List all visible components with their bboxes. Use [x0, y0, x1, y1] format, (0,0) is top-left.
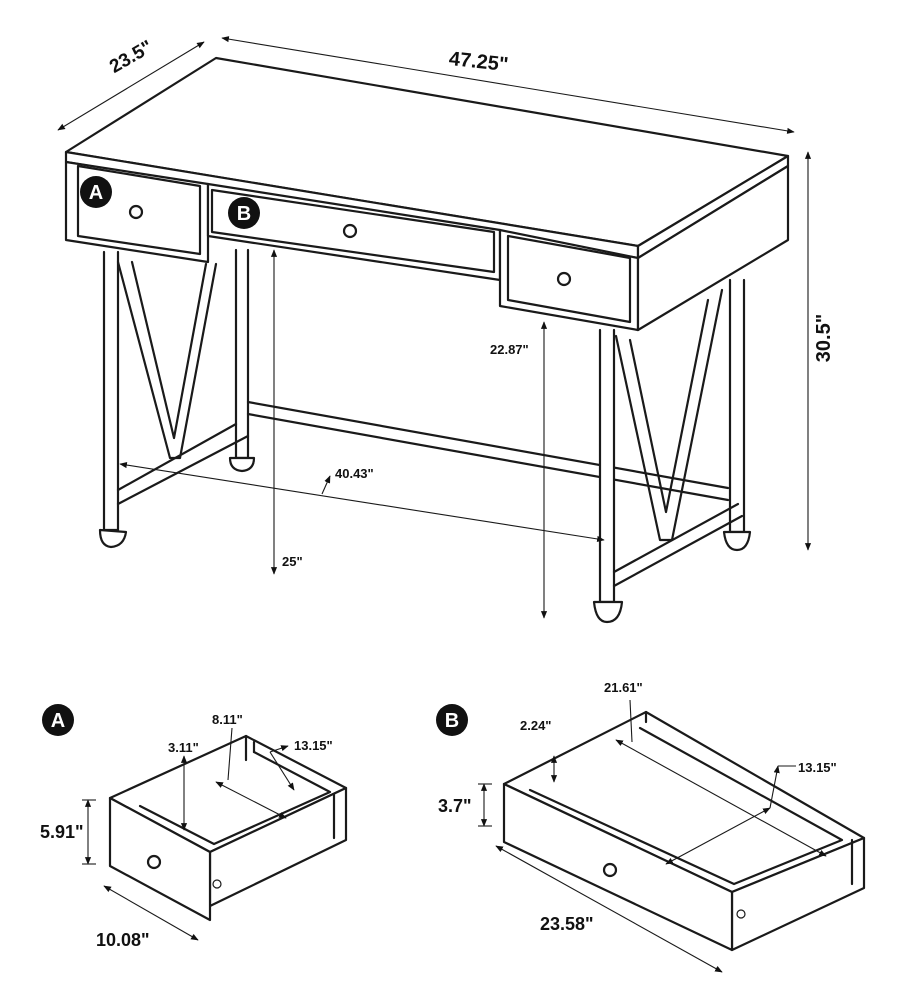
drawer-a-inner-width-label: 8.11" [212, 712, 243, 727]
svg-text:B: B [445, 710, 459, 732]
depth-label: 23.5" [106, 37, 156, 78]
drawer-a-width-label: 10.08" [96, 930, 150, 950]
drawer-b-detail: B 3.7" 23.58" 2.24" 21.61" 13.15" [436, 680, 866, 973]
drawer-b-inner-length-label: 13.15" [798, 760, 837, 775]
svg-text:A: A [89, 182, 103, 204]
drawer-a-badge: A [80, 176, 112, 208]
drawer-a-detail: A 5.91" 10.08" 3.11" 8.11" 13.15" [40, 704, 348, 950]
knee-clearance-label: 25" [282, 554, 303, 569]
drawer-b-inner-depth-label: 2.24" [520, 718, 551, 733]
width-label: 47.25" [448, 48, 510, 76]
drawer-knob-icon [128, 204, 572, 287]
drawer-b-badge-large: B [436, 704, 468, 736]
drawer-a-badge-large: A [42, 704, 74, 736]
drawer-a-height-label: 5.91" [40, 822, 84, 842]
drawer-a-inner-depth-label: 3.11" [168, 740, 199, 755]
drawer-b-inner-width-label: 21.61" [604, 680, 643, 695]
svg-text:A: A [51, 710, 65, 732]
height-label: 30.5" [813, 314, 835, 362]
drawer-b-badge: B [228, 197, 260, 229]
drawer-b-width-label: 23.58" [540, 914, 594, 934]
drawer-b-height-label: 3.7" [438, 796, 472, 816]
drawer-b-knob-icon [602, 862, 618, 878]
drawer-a-inner-length-label: 13.15" [294, 738, 333, 753]
desk: A B [64, 56, 790, 624]
leg-span-label: 40.43" [335, 466, 374, 481]
side-clearance-label: 22.87" [490, 342, 529, 357]
svg-text:B: B [237, 203, 251, 225]
drawer-a-knob-icon [146, 854, 162, 870]
